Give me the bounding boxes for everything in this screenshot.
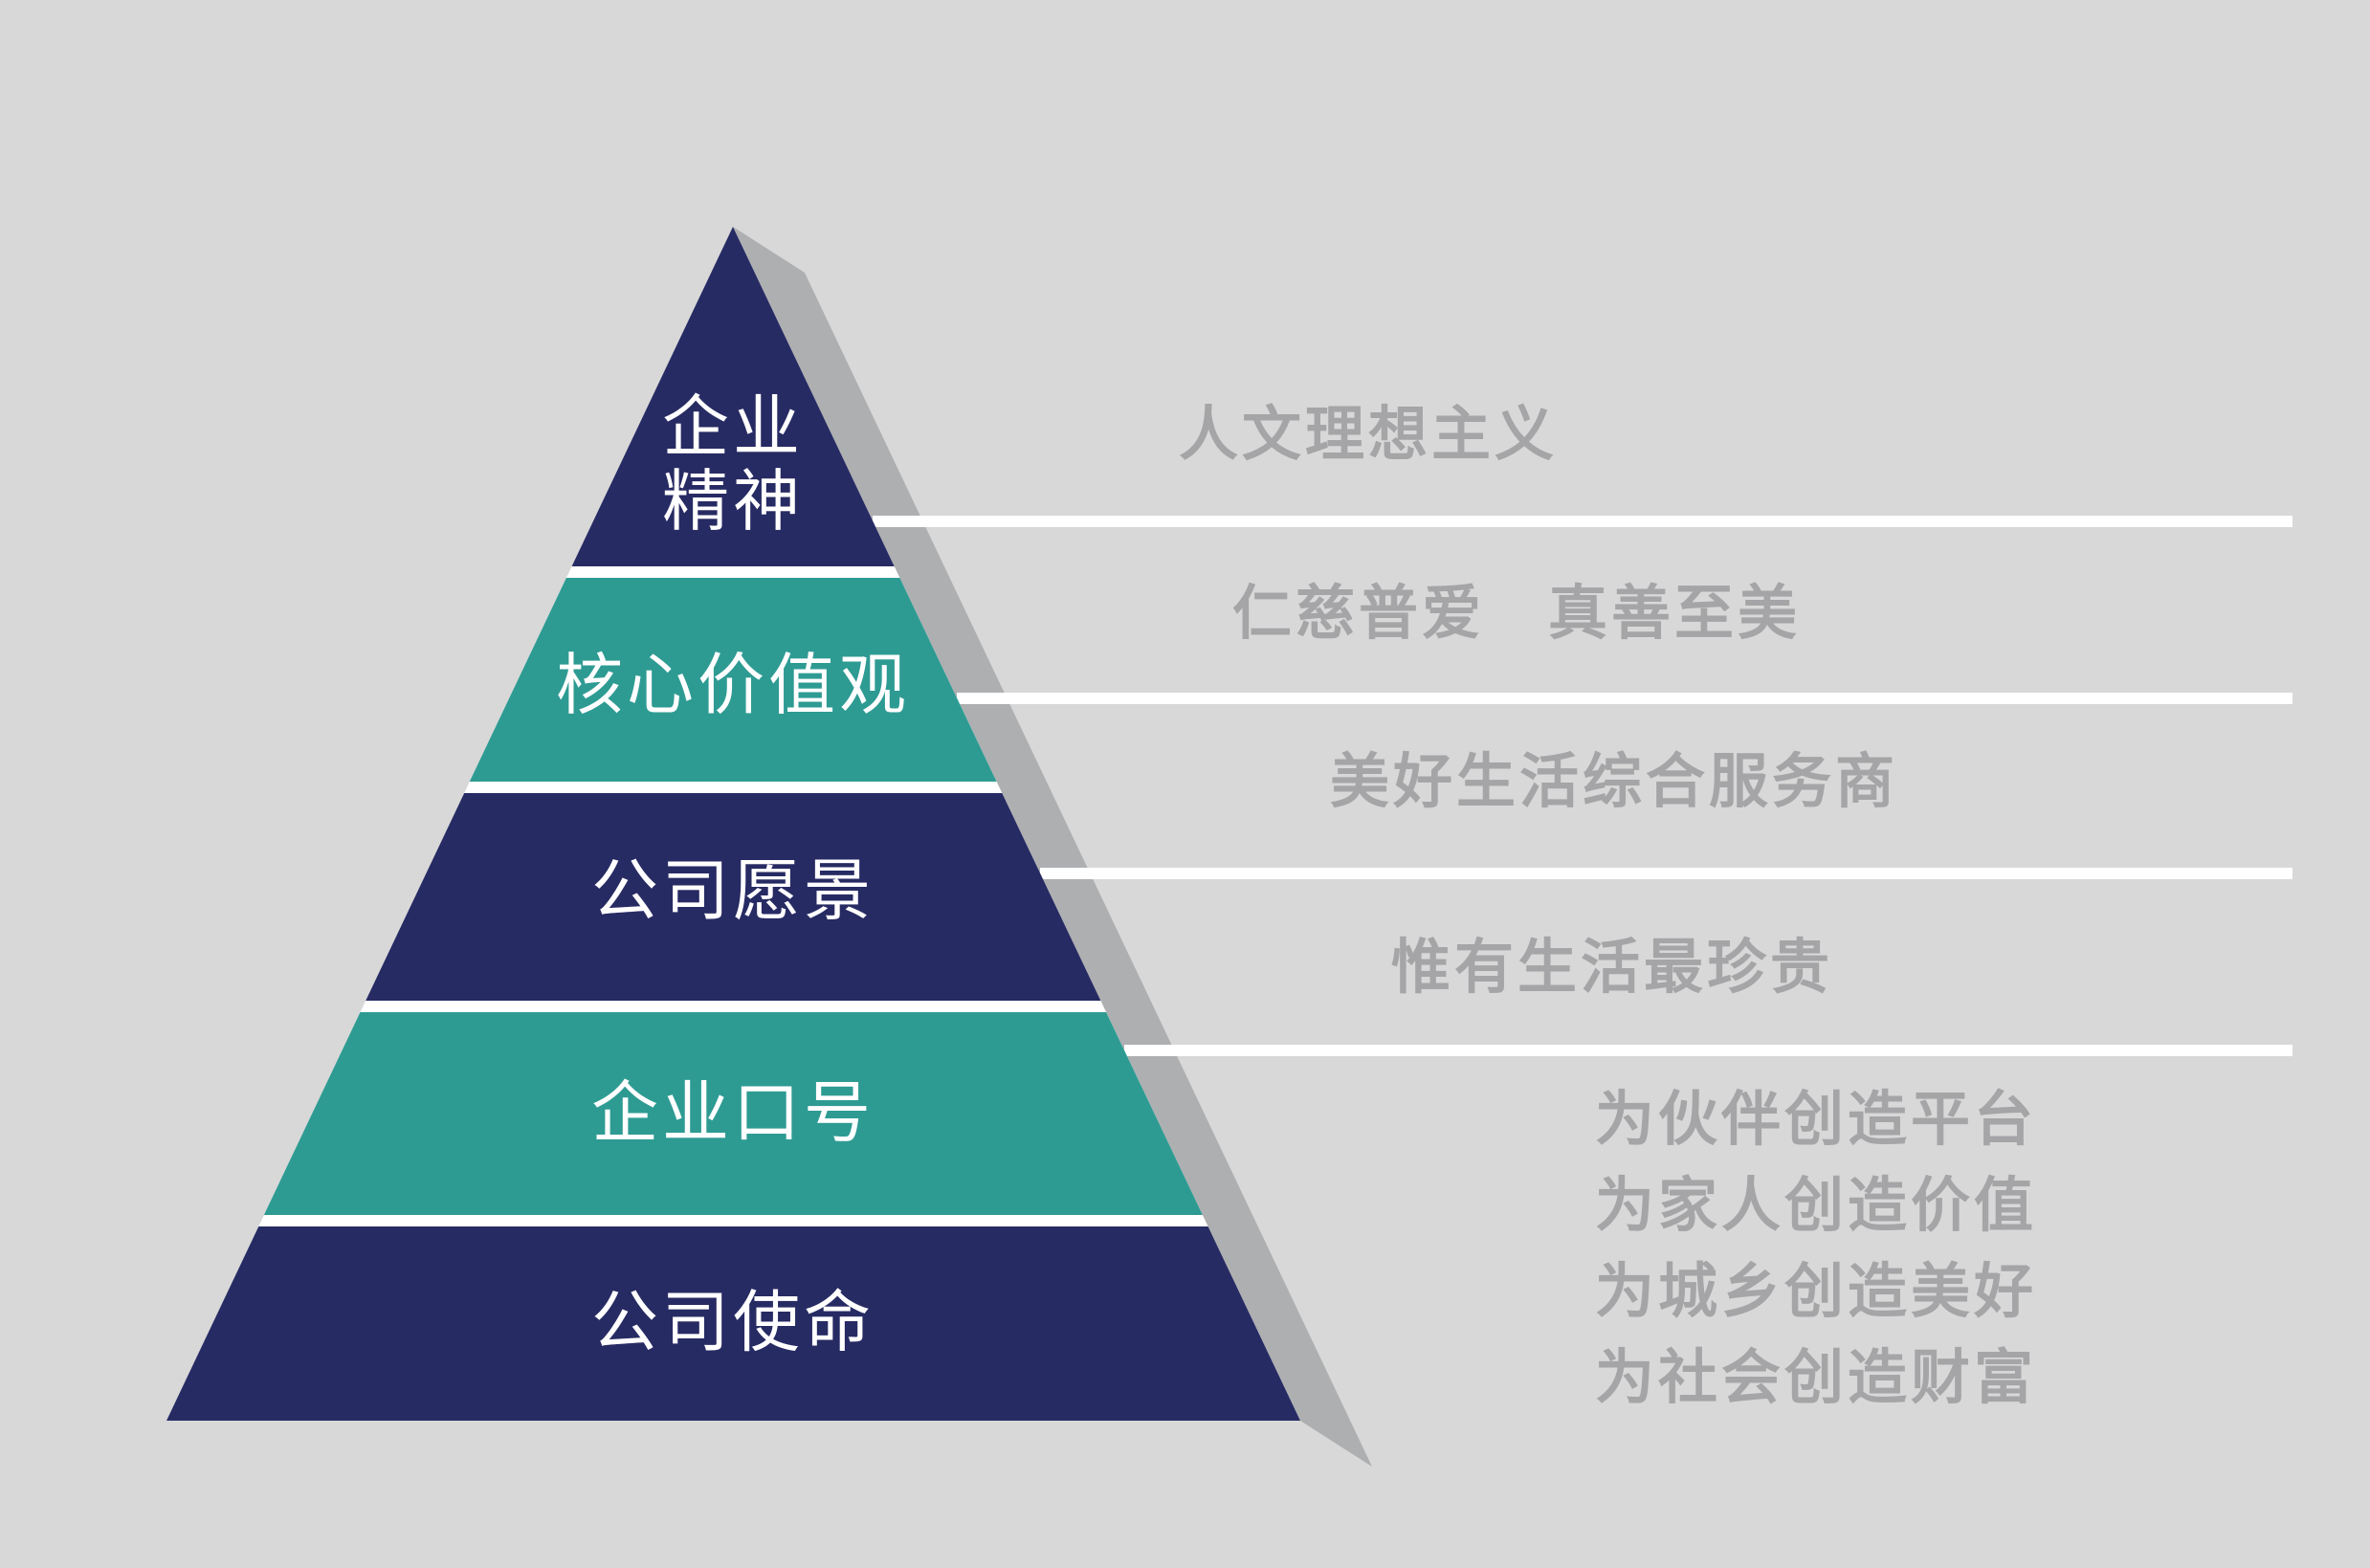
separator-line-1 — [873, 516, 2292, 527]
pyramid-level-spirit-face — [571, 227, 895, 566]
annotation-mission-line-2: 为家人创造价值 — [1595, 1170, 2037, 1240]
pyramid-level-mission-face — [166, 1226, 1300, 1421]
annotation-slogan: 惟有生活最珍贵 — [1391, 932, 1833, 1002]
level-label-spirit-line-2: 精神 — [662, 462, 804, 541]
annotation-spirit: 人文理想主义 — [1179, 399, 1558, 469]
level-label-slogan: 企业口号 — [591, 1073, 875, 1152]
pyramid-side-shadow — [733, 227, 1372, 1467]
annotation-mission-line-3: 为城乡创造美好 — [1595, 1256, 2037, 1326]
pyramid-level-slogan-face — [263, 1012, 1203, 1215]
level-label-values: 核心价值观 — [556, 646, 910, 724]
level-label-mission: 公司使命 — [591, 1283, 875, 1361]
annotation-mission-line-4: 为社会创造财富 — [1595, 1342, 2037, 1412]
separator-line-4 — [1124, 1045, 2292, 1056]
annotation-values: 仁慈普爱 真善至美 — [1232, 578, 1801, 648]
separator-line-3 — [1040, 868, 2292, 879]
annotation-vision: 美好生活综合服务商 — [1330, 746, 1898, 816]
level-label-spirit-line-1: 企业 — [662, 387, 804, 466]
pyramid-level-vision-face — [365, 793, 1101, 1001]
pyramid-level-values-face — [469, 578, 997, 782]
level-label-vision: 公司愿景 — [591, 851, 875, 930]
annotation-mission-line-1: 为伙伴创造平台 — [1595, 1084, 2037, 1154]
separator-line-2 — [957, 693, 2292, 704]
